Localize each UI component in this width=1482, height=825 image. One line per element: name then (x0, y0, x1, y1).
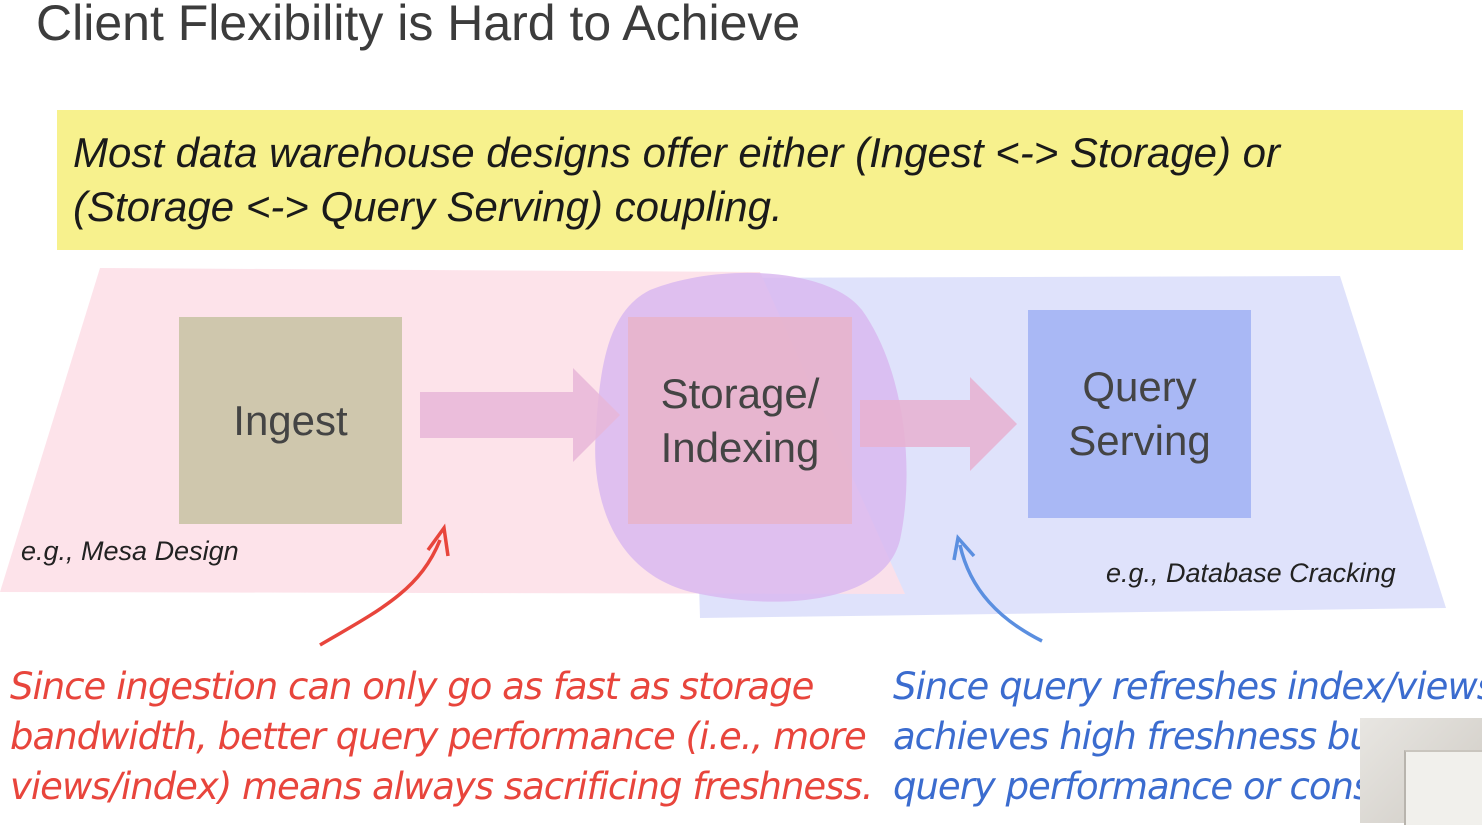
storage-indexing-label: Storage/ Indexing (628, 317, 852, 524)
banner-text: Most data warehouse designs offer either… (73, 126, 1453, 234)
storage-indexing-label-line-1: Storage/ (660, 369, 820, 417)
key-message-banner: Most data warehouse designs offer either… (57, 110, 1463, 250)
right-note: Since query refreshes index/views, achie… (893, 662, 1482, 812)
left-note: Since ingestion can only go as fast as s… (10, 662, 873, 812)
query-serving-label-line-2: Serving (1068, 417, 1211, 464)
blue-pointer-arrow (958, 544, 1043, 643)
red-pointer-arrowhead (426, 523, 450, 557)
slide-title: Client Flexibility is Hard to Achieve (36, 0, 801, 51)
right-note-line-3: query performance or consis (893, 765, 1400, 808)
blue-pointer-arrowhead (952, 534, 976, 561)
example-left: e.g., Mesa Design (21, 536, 239, 566)
right-note-line-1: Since query refreshes index/views, (893, 665, 1482, 708)
storage-to-query-arrow (860, 377, 1017, 471)
left-note-line-1: Since ingestion can only go as fast as s… (10, 665, 814, 708)
right-note-line-2: achieves high freshness but s (893, 715, 1415, 758)
query-serving-label-line-1: Query (1082, 363, 1197, 410)
example-right: e.g., Database Cracking (1106, 558, 1396, 588)
query-serving-label: Query Serving (1028, 310, 1251, 518)
storage-indexing-label-line-2: Indexing (660, 423, 820, 471)
storage-indexing-box (628, 317, 852, 524)
left-note-line-2: bandwidth, better query performance (i.e… (10, 715, 867, 758)
banner-line-2: (Storage <-> Query Serving) coupling. (73, 183, 783, 230)
red-pointer-arrow (319, 539, 442, 647)
webcam-overlay (1360, 718, 1482, 825)
ingest-to-storage-arrow (420, 368, 620, 462)
ingest-box (179, 317, 402, 524)
webcam-frame (1404, 750, 1482, 825)
left-note-line-3: views/index) means always sacrificing fr… (10, 765, 873, 808)
ingest-label: Ingest (233, 396, 348, 444)
query-serving-box (1028, 310, 1251, 518)
banner-line-1: Most data warehouse designs offer either… (73, 129, 1280, 176)
